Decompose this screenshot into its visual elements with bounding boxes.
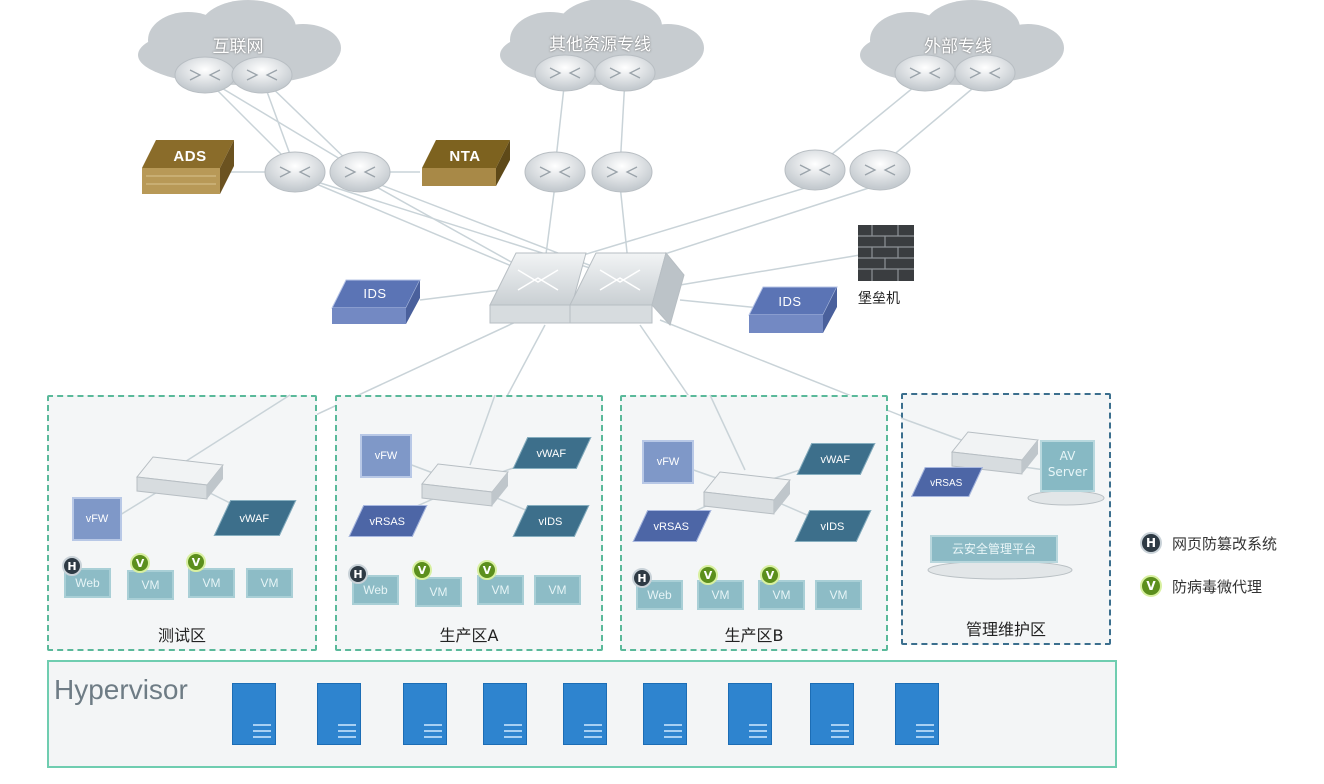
test-switch-icon bbox=[136, 456, 224, 500]
mgmt-vrsas-label: vRSAS bbox=[929, 478, 963, 489]
server-icon bbox=[728, 683, 772, 745]
zone-management bbox=[901, 393, 1111, 645]
server-icon bbox=[810, 683, 854, 745]
prod-b-vm-3: VM bbox=[758, 580, 805, 610]
bastion-label: 堡垒机 bbox=[858, 291, 900, 307]
ads-appliance-icon bbox=[142, 140, 234, 194]
nta-label: NTA bbox=[449, 148, 481, 165]
prod-b-antivirus-badge-icon-1: V bbox=[698, 565, 718, 585]
prod-b-zone-label: 生产区B bbox=[724, 626, 784, 645]
bastion-firewall-icon bbox=[858, 225, 914, 281]
test-antivirus-badge-icon-1: V bbox=[130, 553, 150, 573]
legend-antivirus-label: 防病毒微代理 bbox=[1172, 578, 1263, 596]
prod-b-vrsas-label: vRSAS bbox=[653, 521, 690, 533]
prod-a-vrsas-label: vRSAS bbox=[369, 516, 406, 528]
cloud-label-internet: 互联网 bbox=[212, 37, 264, 57]
server-icon bbox=[483, 683, 527, 745]
legend-antivirus-icon: V bbox=[1140, 575, 1162, 597]
server-icon bbox=[317, 683, 361, 745]
prod-a-vm-3: VM bbox=[477, 575, 524, 605]
core-switch-icon bbox=[489, 251, 685, 327]
mgmt-zone-label: 管理维护区 bbox=[965, 620, 1046, 639]
prod-a-anti-tamper-badge-icon: H bbox=[348, 564, 368, 584]
test-vm-3: VM bbox=[188, 568, 235, 598]
prod-b-vwaf-label: vWAF bbox=[820, 454, 851, 466]
prod-b-vm-2: VM bbox=[697, 580, 744, 610]
test-zone-label: 测试区 bbox=[157, 626, 206, 645]
test-vm-4: VM bbox=[246, 568, 293, 598]
ads-label: ADS bbox=[173, 148, 207, 165]
test-anti-tamper-badge-icon: H bbox=[62, 556, 82, 576]
test-vwaf-label: vWAF bbox=[239, 513, 270, 525]
server-icon bbox=[643, 683, 687, 745]
prod-a-antivirus-badge-icon-2: V bbox=[477, 560, 497, 580]
ids-right-icon bbox=[748, 286, 838, 333]
prod-b-vm-1: Web bbox=[636, 580, 683, 610]
server-icon bbox=[403, 683, 447, 745]
prod-a-antivirus-badge-icon-1: V bbox=[412, 560, 432, 580]
nta-appliance-icon bbox=[422, 140, 510, 186]
prod-a-vm-2: VM bbox=[415, 577, 462, 607]
prod-b-vm-4: VM bbox=[815, 580, 862, 610]
ids-left-icon bbox=[331, 279, 421, 324]
router-icon bbox=[174, 54, 1016, 193]
av-server-box: AV Server bbox=[1040, 440, 1095, 492]
legend-anti-tamper-icon: H bbox=[1140, 532, 1162, 554]
mgmt-switch-icon bbox=[951, 431, 1039, 475]
prod-a-zone-label: 生产区A bbox=[439, 626, 499, 645]
server-icon bbox=[232, 683, 276, 745]
prod-a-vm-4: VM bbox=[534, 575, 581, 605]
prod-b-vfw: vFW bbox=[642, 440, 694, 484]
prod-b-anti-tamper-badge-icon: H bbox=[632, 568, 652, 588]
prod-b-switch-icon bbox=[703, 471, 791, 515]
prod-a-vm-1: Web bbox=[352, 575, 399, 605]
prod-b-antivirus-badge-icon-2: V bbox=[760, 565, 780, 585]
security-platform-box: 云安全管理平台 bbox=[930, 535, 1058, 563]
prod-a-vwaf-label: vWAF bbox=[536, 448, 567, 460]
prod-a-vfw: vFW bbox=[360, 434, 412, 478]
prod-b-vids-label: vIDS bbox=[820, 521, 845, 533]
cloud-external-line bbox=[860, 0, 1064, 85]
server-icon bbox=[895, 683, 939, 745]
test-vm-2: VM bbox=[127, 570, 174, 600]
routers bbox=[174, 54, 1016, 193]
prod-a-vids-label: vIDS bbox=[538, 516, 563, 528]
ids-right-label: IDS bbox=[778, 294, 802, 309]
server-icon bbox=[563, 683, 607, 745]
test-vfw: vFW bbox=[72, 497, 122, 541]
test-antivirus-badge-icon-2: V bbox=[186, 552, 206, 572]
cloud-label-other-resources: 其他资源专线 bbox=[549, 35, 651, 55]
ids-left-label: IDS bbox=[363, 286, 387, 301]
hypervisor-label: Hypervisor bbox=[54, 674, 188, 705]
legend-anti-tamper-label: 网页防篡改系统 bbox=[1172, 535, 1278, 553]
prod-a-switch-icon bbox=[421, 463, 509, 507]
cloud-label-external-line: 外部专线 bbox=[924, 37, 992, 57]
